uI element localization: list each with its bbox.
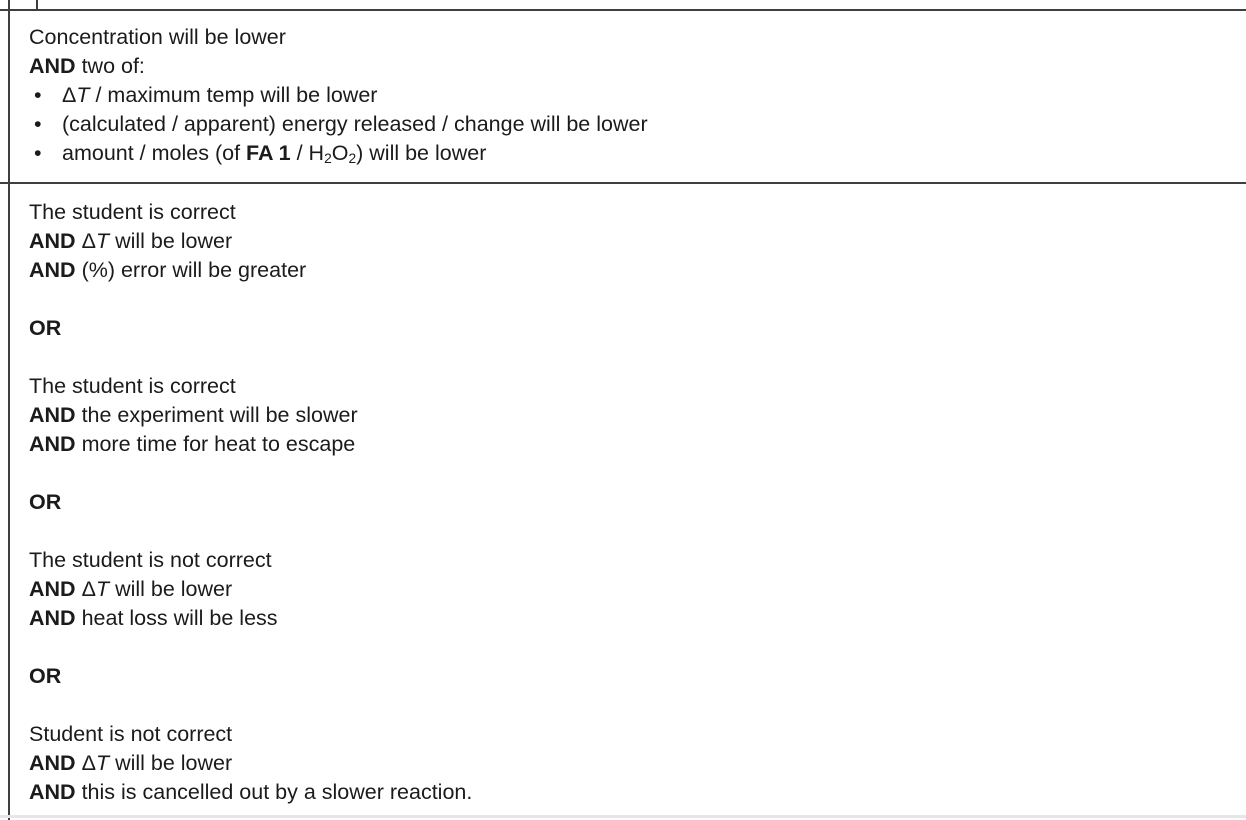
text-run: / H (290, 141, 325, 165)
text-run: this is cancelled out by a slower reacti… (75, 780, 473, 804)
answer-line: Concentration will be lower (29, 23, 1222, 52)
delta-symbol: Δ (62, 83, 77, 107)
or-label: OR (29, 664, 62, 688)
answer-line: AND two of: (29, 52, 1222, 81)
subscript: 2 (348, 150, 357, 166)
or-label: OR (29, 316, 62, 340)
text-run: the experiment will be slower (75, 403, 358, 427)
answer-cell-bottom: The student is correct AND ΔT will be lo… (10, 184, 1246, 807)
text-run: / maximum temp will be lower (89, 83, 378, 107)
and-label: AND (29, 606, 76, 630)
answer-line: The student is correct (29, 372, 1222, 401)
answer-line: AND this is cancelled out by a slower re… (29, 778, 1222, 807)
text-run: The student is correct (29, 200, 236, 224)
answer-line: AND more time for heat to escape (29, 430, 1222, 459)
answer-block-1: The student is correct AND ΔT will be lo… (29, 198, 1222, 285)
text-run: (%) error will be greater (75, 258, 307, 282)
answer-block-2: The student is correct AND the experimen… (29, 372, 1222, 459)
italic-T: T (76, 83, 90, 107)
text-run: heat loss will be less (75, 606, 278, 630)
italic-T: T (95, 577, 110, 601)
answer-line: Student is not correct (29, 720, 1222, 749)
bullet-text: ΔT / maximum temp will be lower (62, 81, 377, 110)
answer-line: AND heat loss will be less (29, 604, 1222, 633)
row-top-border (0, 9, 1246, 11)
text-run: O (331, 141, 349, 165)
answer-line: AND (%) error will be greater (29, 256, 1222, 285)
bullet-text: amount / moles (of FA 1 / H2O2) will be … (62, 139, 486, 168)
bullet-icon: • (34, 112, 42, 136)
answer-line: The student is not correct (29, 546, 1222, 575)
text-run: more time for heat to escape (75, 432, 356, 456)
and-label: AND (29, 54, 76, 78)
or-separator: OR (29, 662, 1222, 691)
bullet-icon: • (34, 83, 42, 107)
row-divider (0, 182, 1246, 184)
text-run: Concentration will be lower (29, 25, 286, 49)
answer-line: The student is correct (29, 198, 1222, 227)
answer-line: AND the experiment will be slower (29, 401, 1222, 430)
and-label: AND (29, 751, 76, 775)
and-label: AND (29, 577, 76, 601)
and-label: AND (29, 403, 76, 427)
bullet-text: (calculated / apparent) energy released … (62, 112, 648, 136)
italic-T: T (95, 229, 110, 253)
subscript: 2 (324, 150, 332, 166)
or-separator: OR (29, 314, 1222, 343)
text-run: Student is not correct (29, 722, 233, 746)
text-run: two of: (75, 54, 145, 78)
italic-T: T (95, 751, 110, 775)
and-label: AND (29, 258, 76, 282)
bullet-icon: • (34, 141, 42, 165)
text-run: The student is correct (29, 374, 236, 398)
answer-block-4: Student is not correct AND ΔT will be lo… (29, 720, 1222, 807)
answer-block-3: The student is not correct AND ΔT will b… (29, 546, 1222, 633)
table-left-border (8, 0, 10, 820)
delta-symbol: Δ (81, 751, 96, 775)
text-run: will be lower (109, 577, 233, 601)
answer-line: AND ΔT will be lower (29, 749, 1222, 778)
bullet-item: • (calculated / apparent) energy release… (29, 110, 1222, 139)
answer-line: AND ΔT will be lower (29, 575, 1222, 604)
text-run: ) will be lower (356, 141, 487, 165)
upper-row-column-divider (36, 0, 38, 11)
and-label: AND (29, 432, 76, 456)
and-label: AND (29, 229, 76, 253)
answer-line: AND ΔT will be lower (29, 227, 1222, 256)
text-run: amount / moles (of (62, 141, 247, 165)
bullet-item: • amount / moles (of FA 1 / H2O2) will b… (29, 139, 1222, 168)
and-label: AND (29, 780, 76, 804)
delta-symbol: Δ (81, 229, 96, 253)
answer-cell-top: Concentration will be lower AND two of: … (10, 11, 1246, 168)
bullet-item: • ΔT / maximum temp will be lower (29, 81, 1222, 110)
or-separator: OR (29, 488, 1222, 517)
or-label: OR (29, 490, 62, 514)
text-run: will be lower (109, 751, 233, 775)
bottom-faint-rule (0, 815, 1246, 818)
fa1-label: FA 1 (246, 141, 291, 165)
text-run: The student is not correct (29, 548, 272, 572)
delta-symbol: Δ (81, 577, 96, 601)
text-run: will be lower (109, 229, 233, 253)
